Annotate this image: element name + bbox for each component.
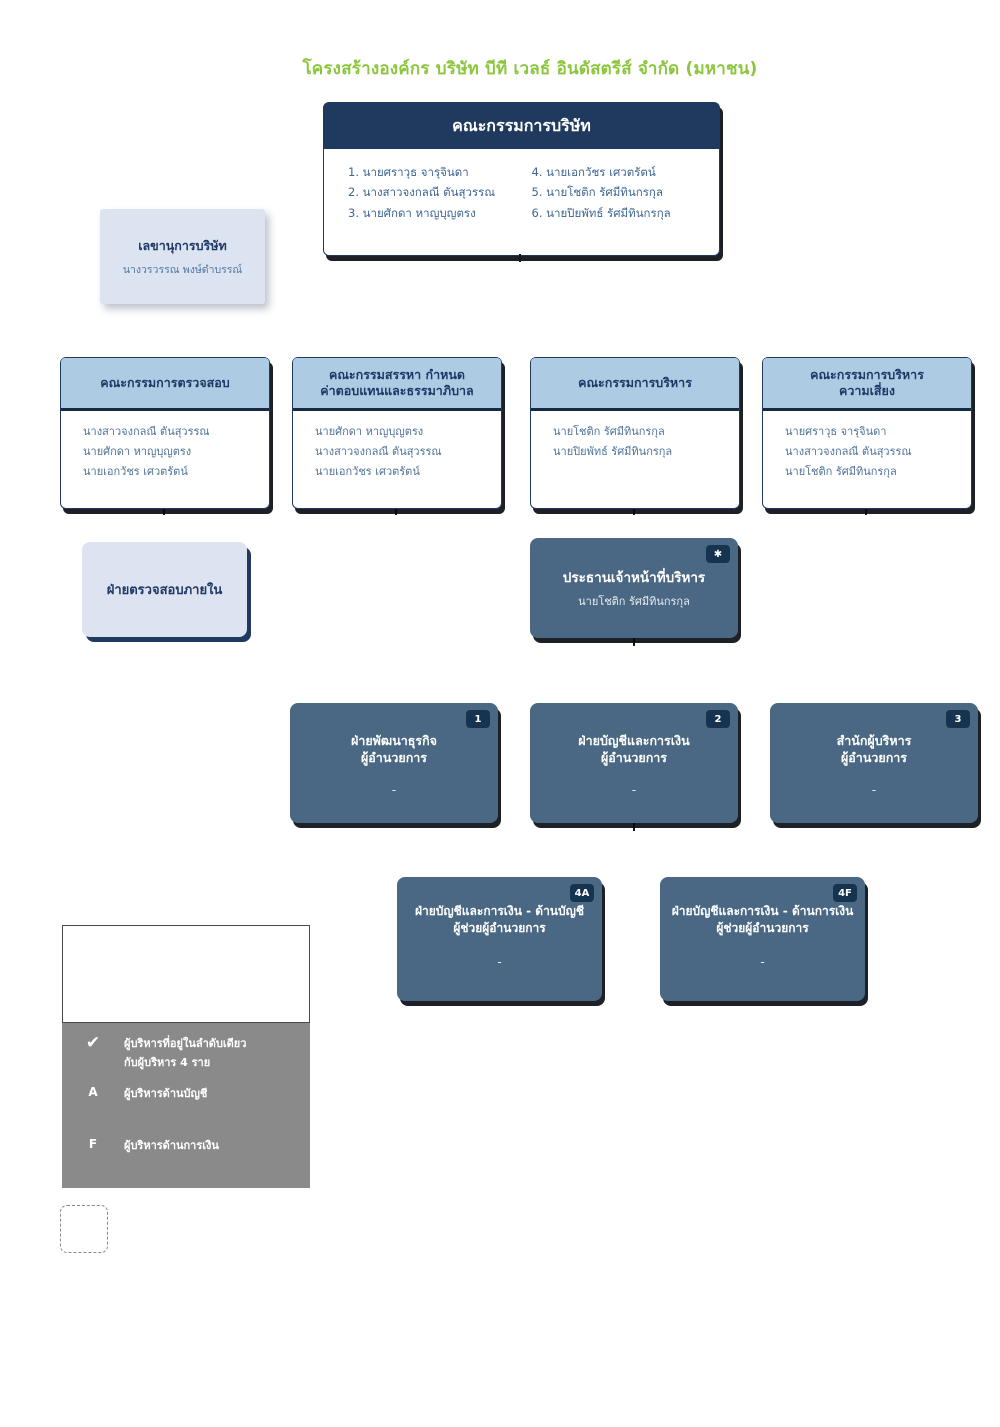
legend-blank-area — [62, 925, 310, 1023]
board-member: 5. นายโชติก รัศมีทินกรกุล — [531, 185, 663, 200]
committee-member: นายศักดา หาญบุญตรง — [315, 425, 424, 438]
connector-board — [519, 254, 521, 262]
committee-member: นายปิยพัทธ์ รัศมีทินกรกุล — [553, 444, 673, 458]
dept-holder: - — [391, 782, 397, 797]
committee-title-line: ความเสี่ยง — [839, 383, 895, 398]
nomination-committee-box: คณะกรรมสรรหา กำหนด ค่าตอบแทนและธรรมาภิบา… — [292, 357, 502, 509]
board-member: 2. นางสาวจงกลณี ตันสุวรรณ — [348, 185, 496, 200]
sub-dept-holder: - — [497, 954, 502, 969]
badge-4a: 4A — [570, 884, 594, 902]
dept-name: ฝ่ายพัฒนาธุรกิจ — [351, 733, 437, 748]
risk-committee-box: คณะกรรมการบริหาร ความเสี่ยง นายศราวุธ จา… — [762, 357, 972, 509]
company-secretary-title: เลขานุการบริษัท — [138, 237, 227, 253]
connector-committee-2 — [395, 507, 397, 515]
dept-holder: - — [871, 782, 877, 797]
legend-label-line: ผู้บริหารด้านการเงิน — [124, 1139, 219, 1152]
connector-dept-2 — [633, 823, 635, 831]
dept-name: ฝ่ายบัญชีและการเงิน — [578, 733, 690, 748]
ceo-title: ประธานเจ้าหน้าที่บริหาร — [562, 570, 706, 586]
sub-dept-name: ฝ่ายบัญชีและการเงิน - ด้านการเงิน — [671, 904, 854, 918]
legend-label: ผู้บริหารด้านบัญชี — [124, 1085, 207, 1104]
board-members: 1. นายศราวุธ จารุจินดา 2. นางสาวจงกลณี ต… — [324, 149, 719, 220]
asterisk-badge: ✱ — [706, 545, 730, 563]
ceo-name: นายโชติก รัศมีทินกรกุล — [578, 595, 690, 608]
board-member: 1. นายศราวุธ จารุจินดา — [348, 165, 469, 179]
committee-member: นางสาวจงกลณี ตันสุวรรณ — [83, 425, 210, 438]
committee-member: นายโชติก รัศมีทินกรกุล — [785, 464, 897, 478]
committee-members: นายศราวุธ จารุจินดา นางสาวจงกลณี ตันสุวร… — [763, 411, 971, 478]
executive-office-box: 3 สำนักผู้บริหาร ผู้อำนวยการ - — [770, 703, 978, 823]
committee-title-line: คณะกรรมการตรวจสอบ — [100, 374, 230, 390]
business-development-box: 1 ฝ่ายพัฒนาธุรกิจ ผู้อำนวยการ - — [290, 703, 498, 823]
accounting-finance-box: 2 ฝ่ายบัญชีและการเงิน ผู้อำนวยการ - — [530, 703, 738, 823]
legend: ✔ ผู้บริหารที่อยู่ในลำดับเดียว กับผู้บริ… — [62, 925, 310, 1188]
internal-audit-title: ฝ่ายตรวจสอบภายใน — [106, 583, 223, 598]
board-member: 3. นายศักดา หาญบุญตรง — [348, 205, 476, 220]
dashed-placeholder-box — [60, 1205, 108, 1253]
committee-member: นางสาวจงกลณี ตันสุวรรณ — [785, 444, 912, 458]
risk-committee-title: คณะกรรมการบริหาร ความเสี่ยง — [763, 358, 971, 411]
executive-committee-title: คณะกรรมการบริหาร — [531, 358, 739, 411]
legend-label-line: ผู้บริหารด้านบัญชี — [124, 1087, 208, 1100]
board-members-col2: 4. นายเอกวัชร เศวตรัตน์ 5. นายโชติก รัศม… — [532, 165, 708, 220]
connector-committee-4 — [865, 507, 867, 515]
internal-audit-box: ฝ่ายตรวจสอบภายใน — [82, 542, 247, 637]
finance-sub-box: 4F ฝ่ายบัญชีและการเงิน - ด้านการเงิน ผู้… — [660, 877, 865, 1001]
board-member: 6. นายปิยพัทธ์ รัศมีทินกรกุล — [531, 205, 671, 220]
executive-committee-box: คณะกรรมการบริหาร นายโชติก รัศมีทินกรกุล … — [530, 357, 740, 509]
company-secretary-box: เลขานุการบริษัท นางวรวรรณ พงษ์ดำบรรณ์ — [100, 209, 265, 304]
committee-title-line: คณะกรรมสรรหา กำหนด — [328, 366, 466, 382]
legend-item-f: F ผู้บริหารด้านการเงิน — [62, 1137, 310, 1156]
committee-member: นายเอกวัชร เศวตรัตน์ — [83, 464, 188, 478]
nomination-committee-title: คณะกรรมสรรหา กำหนด ค่าตอบแทนและธรรมาภิบา… — [293, 358, 501, 411]
sub-dept-holder: - — [760, 954, 765, 969]
legend-label: ผู้บริหารที่อยู่ในลำดับเดียว กับผู้บริหา… — [124, 1035, 246, 1072]
number-3-badge: 3 — [946, 710, 970, 728]
committee-member: นายเอกวัชร เศวตรัตน์ — [315, 464, 420, 478]
page-title: โครงสร้างองค์กร บริษัท บีที เวลธ์ อินดัส… — [302, 59, 758, 79]
legend-key-area: ✔ ผู้บริหารที่อยู่ในลำดับเดียว กับผู้บริ… — [62, 1023, 310, 1188]
committee-member: นายศักดา หาญบุญตรง — [83, 444, 192, 458]
committee-title-line: คณะกรรมการบริหาร — [578, 374, 692, 390]
sub-dept-position: ผู้ช่วยผู้อำนวยการ — [453, 920, 546, 935]
connector-committee-3 — [633, 507, 635, 515]
letter-f-icon: F — [88, 1137, 98, 1151]
board-members-col1: 1. นายศราวุธ จารุจินดา 2. นางสาวจงกลณี ต… — [348, 165, 524, 220]
number-1-badge: 1 — [466, 710, 490, 728]
legend-item-a: A ผู้บริหารด้านบัญชี — [62, 1085, 310, 1104]
committee-members: นายศักดา หาญบุญตรง นางสาวจงกลณี ตันสุวรร… — [293, 411, 501, 478]
legend-label: ผู้บริหารด้านการเงิน — [124, 1137, 219, 1156]
dept-position: ผู้อำนวยการ — [600, 749, 668, 765]
committee-member: นางสาวจงกลณี ตันสุวรรณ — [315, 444, 442, 458]
committee-title-line: คณะกรรมการบริหาร — [810, 366, 924, 382]
dept-holder: - — [631, 782, 637, 797]
connector-ceo — [633, 638, 635, 646]
committee-members: นายโชติก รัศมีทินกรกุล นายปิยพัทธ์ รัศมี… — [531, 411, 739, 459]
company-secretary-name: นางวรวรรณ พงษ์ดำบรรณ์ — [122, 263, 243, 276]
committee-title-line: ค่าตอบแทนและธรรมาภิบาล — [320, 383, 474, 398]
board-of-directors-title: คณะกรรมการบริษัท — [324, 103, 719, 149]
legend-item-check: ✔ ผู้บริหารที่อยู่ในลำดับเดียว กับผู้บริ… — [62, 1035, 310, 1072]
sub-dept-name: ฝ่ายบัญชีและการเงิน - ด้านบัญชี — [415, 904, 584, 918]
committee-member: นายศราวุธ จารุจินดา — [785, 425, 887, 438]
board-member: 4. นายเอกวัชร เศวตรัตน์ — [531, 165, 656, 179]
letter-a-icon: A — [88, 1085, 98, 1099]
dept-position: ผู้อำนวยการ — [840, 749, 908, 765]
legend-label-line: กับผู้บริหาร 4 ราย — [124, 1055, 211, 1069]
dept-name: สำนักผู้บริหาร — [836, 733, 912, 748]
dept-position: ผู้อำนวยการ — [360, 749, 428, 765]
badge-4f: 4F — [833, 884, 857, 902]
number-2-badge: 2 — [706, 710, 730, 728]
connector-committee-1 — [163, 507, 165, 515]
audit-committee-box: คณะกรรมการตรวจสอบ นางสาวจงกลณี ตันสุวรรณ… — [60, 357, 270, 509]
sub-dept-position: ผู้ช่วยผู้อำนวยการ — [716, 920, 809, 935]
audit-committee-title: คณะกรรมการตรวจสอบ — [61, 358, 269, 411]
ceo-box: ✱ ประธานเจ้าหน้าที่บริหาร นายโชติก รัศมี… — [530, 538, 738, 638]
board-of-directors-box: คณะกรรมการบริษัท 1. นายศราวุธ จารุจินดา … — [323, 102, 720, 256]
check-icon: ✔ — [85, 1033, 101, 1053]
committee-member: นายโชติก รัศมีทินกรกุล — [553, 425, 665, 438]
legend-label-line: ผู้บริหารที่อยู่ในลำดับเดียว — [124, 1037, 247, 1050]
committee-members: นางสาวจงกลณี ตันสุวรรณ นายศักดา หาญบุญตร… — [61, 411, 269, 478]
accounting-sub-box: 4A ฝ่ายบัญชีและการเงิน - ด้านบัญชี ผู้ช่… — [397, 877, 602, 1001]
